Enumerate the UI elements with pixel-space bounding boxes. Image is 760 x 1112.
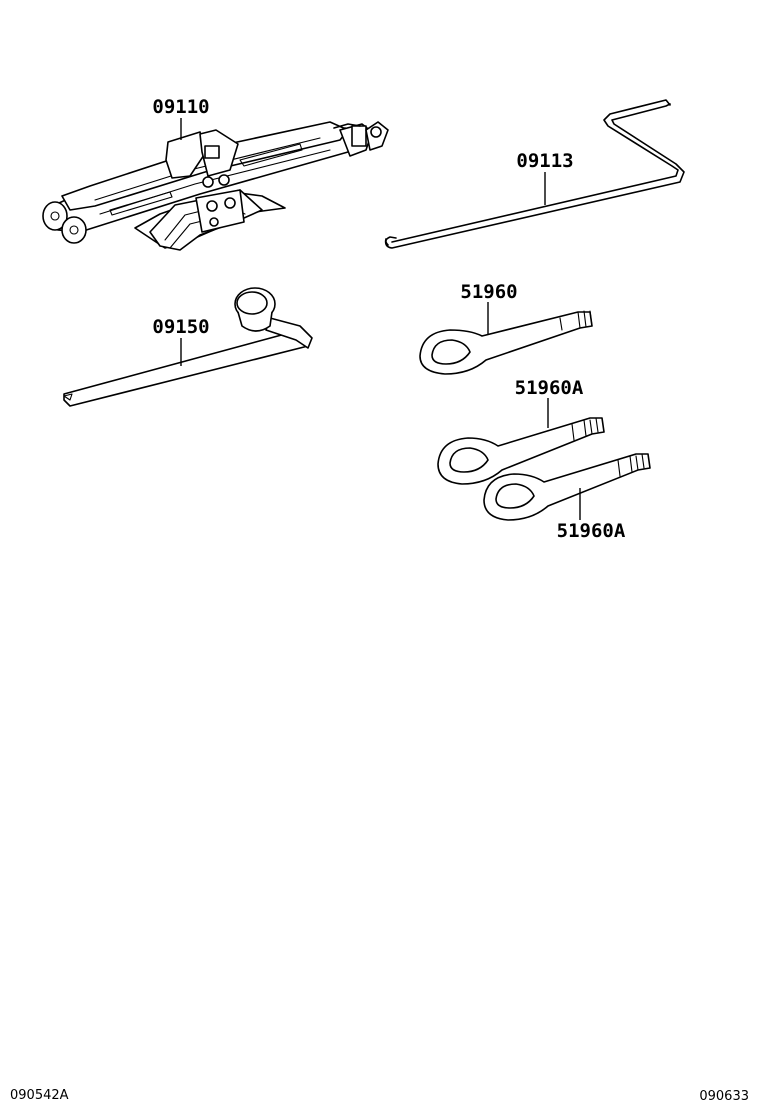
towing-eye-hook-icon[interactable] bbox=[419, 310, 593, 375]
part-number-towing-eye-a-lower[interactable]: 51960A bbox=[557, 520, 626, 542]
part-number-jack-handle[interactable]: 09113 bbox=[516, 150, 573, 172]
jack-handle-rod-icon[interactable] bbox=[384, 99, 685, 249]
footer-code-right: 090633 bbox=[699, 1089, 749, 1104]
scissor-jack-icon[interactable] bbox=[42, 121, 389, 251]
part-number-wheel-wrench[interactable]: 09150 bbox=[152, 316, 209, 338]
footer-code-left: 090542A bbox=[10, 1088, 69, 1103]
lug-wrench-icon[interactable] bbox=[63, 287, 313, 407]
part-number-towing-eye[interactable]: 51960 bbox=[460, 281, 517, 303]
towing-eye-hook-icon[interactable] bbox=[437, 417, 605, 485]
towing-eye-hook-icon[interactable] bbox=[483, 453, 651, 521]
part-number-jack[interactable]: 09110 bbox=[152, 96, 209, 118]
part-number-towing-eye-a-upper[interactable]: 51960A bbox=[515, 377, 584, 399]
